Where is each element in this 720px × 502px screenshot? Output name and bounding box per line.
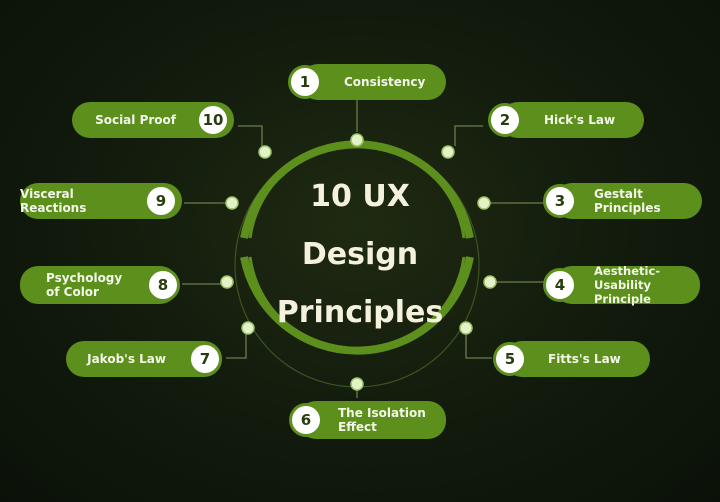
title-line-2: Design — [301, 237, 419, 272]
principle-4-pill: Aesthetic-Usability Principle — [554, 264, 700, 306]
principle-5-badge: 5 — [493, 342, 527, 376]
principle-6-pill: The Isolation Effect — [298, 401, 446, 439]
principle-10-label: Social Proof — [95, 113, 176, 127]
principle-7-badge: 7 — [188, 342, 222, 376]
principle-3-pill: Gestalt Principles — [554, 183, 702, 219]
principle-3-label: Gestalt Principles — [594, 187, 661, 215]
principle-9-label: Visceral Reactions — [20, 187, 87, 215]
center-title: 10 UX Design Principles — [260, 168, 460, 342]
principle-10-badge: 10 — [196, 103, 230, 137]
orbit-dot-6 — [350, 377, 364, 391]
connector-2 — [454, 125, 483, 146]
orbit-dot-9 — [225, 196, 239, 210]
principle-8-number: 8 — [157, 276, 169, 294]
title-line-3: Principles — [276, 295, 444, 330]
principle-5-pill: Fitts's Law — [504, 341, 650, 377]
principle-5-number: 5 — [504, 350, 516, 368]
orbit-dot-7 — [241, 321, 255, 335]
connector-7 — [226, 330, 247, 359]
principle-7-number: 7 — [199, 350, 211, 368]
orbit-dot-8 — [220, 275, 234, 289]
principle-2-number: 2 — [499, 111, 511, 129]
orbit-dot-4 — [483, 275, 497, 289]
principle-8-badge: 8 — [146, 268, 180, 302]
principle-1-label: Consistency — [344, 75, 426, 89]
principle-2-label: Hick's Law — [544, 113, 616, 127]
principle-6-label: The Isolation Effect — [338, 406, 426, 434]
principle-8-label: Psychology of Color — [46, 271, 123, 299]
title-line-1: 10 UX — [310, 179, 410, 214]
principle-2-pill: Hick's Law — [500, 102, 644, 138]
principle-10-number: 10 — [202, 111, 224, 129]
orbit-dot-5 — [459, 321, 473, 335]
principle-4-label: Aesthetic-Usability Principle — [594, 264, 661, 306]
principle-6-badge: 6 — [289, 403, 323, 437]
principle-7-label: Jakob's Law — [87, 352, 166, 366]
principle-6-number: 6 — [300, 411, 312, 429]
principle-5-label: Fitts's Law — [548, 352, 621, 366]
principle-4-number: 4 — [554, 276, 566, 294]
principle-4-badge: 4 — [543, 268, 577, 302]
principle-3-number: 3 — [554, 192, 566, 210]
principle-9-number: 9 — [155, 192, 167, 210]
orbit-dot-2 — [441, 145, 455, 159]
orbit-dot-1 — [350, 133, 364, 147]
connector-5 — [465, 330, 492, 359]
principle-2-badge: 2 — [488, 103, 522, 137]
principle-1-badge: 1 — [288, 65, 322, 99]
principle-1-number: 1 — [299, 73, 311, 91]
orbit-dot-10 — [258, 145, 272, 159]
principle-3-badge: 3 — [543, 184, 577, 218]
inner-arc-bottom — [248, 256, 466, 352]
connector-10 — [238, 125, 263, 148]
principle-9-badge: 9 — [144, 184, 178, 218]
orbit-dot-3 — [477, 196, 491, 210]
principle-1-pill: Consistency — [300, 64, 446, 100]
